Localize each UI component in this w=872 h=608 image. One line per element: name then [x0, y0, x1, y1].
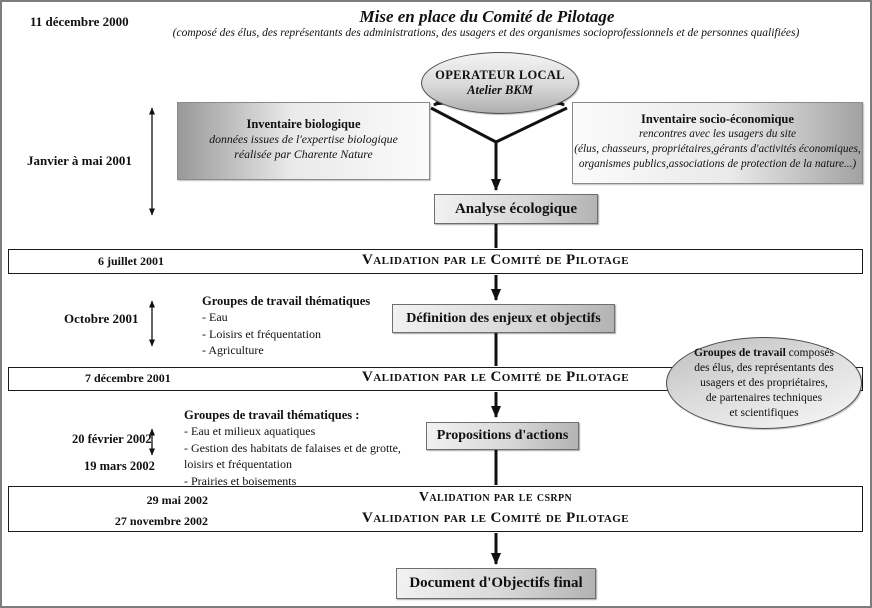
- period-jan-mai-2001: Janvier à mai 2001: [27, 153, 132, 168]
- workgroup-item: - Gestion des habitats de falaises et de…: [184, 440, 401, 472]
- biological-inventory-title: Inventaire biologique: [246, 117, 361, 131]
- validation3-text2: Validation par le Comité de Pilotage: [362, 510, 629, 526]
- socio-economic-inventory-body: rencontres avec les usagers du site (élu…: [574, 128, 861, 170]
- workgroup-composition-ellipse: Groupes de travail composés des élus, de…: [666, 337, 862, 429]
- final-document-box: Document d'Objectifs final: [396, 568, 596, 599]
- workgroups-2001-title: Groupes de travail thématiques: [202, 294, 371, 308]
- step-objectives-box: Définition des enjeux et objectifs: [392, 304, 615, 333]
- socio-economic-inventory-box: Inventaire socio-économique rencontres a…: [572, 102, 863, 184]
- page-subtitle: (composé des élus, des représentants des…: [172, 27, 800, 39]
- workgroup-composition-text: Groupes de travail composés des élus, de…: [694, 346, 834, 421]
- date-committee-setup: 11 décembre 2000: [30, 14, 129, 29]
- operator-name: OPERATEUR LOCAL: [435, 68, 565, 82]
- workgroup-item: - Prairies et boisements: [184, 473, 297, 488]
- date-19-mars-2002: 19 mars 2002: [84, 459, 155, 473]
- workgroup-composition-bold: Groupes de travail: [693, 346, 786, 359]
- validation1-date: 6 juillet 2001: [98, 254, 164, 268]
- operator-subname: Atelier BKM: [467, 83, 533, 97]
- biological-inventory-box: Inventaire biologique données issues de …: [177, 102, 430, 180]
- workgroups-2002-title: Groupes de travail thématiques :: [184, 408, 360, 422]
- workgroups-2001-block: Groupes de travail thématiques - Eau - L…: [202, 294, 370, 359]
- date-20-fevrier-2002: 20 février 2002: [72, 432, 152, 446]
- validation3-date2: 27 novembre 2002: [114, 514, 208, 528]
- validation-band-3: 29 mai 2002 27 novembre 2002 Validation …: [8, 486, 863, 532]
- operator-ellipse: OPERATEUR LOCAL Atelier BKM: [421, 52, 579, 114]
- workgroup-item: - Eau: [202, 310, 228, 324]
- validation3-text1: Validation par le csrpn: [418, 490, 573, 505]
- workgroup-composition-rest: composés des élus, des représentants des…: [694, 346, 835, 419]
- step-actions-box: Propositions d'actions: [426, 422, 579, 450]
- biological-inventory-body: données issues de l'expertise biologique…: [209, 132, 398, 161]
- workgroups-2002-block: Groupes de travail thématiques : - Eau e…: [184, 408, 401, 489]
- validation2-text: Validation par le Comité de Pilotage: [362, 369, 629, 385]
- validation1-text: Validation par le Comité de Pilotage: [362, 252, 629, 268]
- validation2-date: 7 décembre 2001: [85, 371, 171, 385]
- socio-economic-inventory-title: Inventaire socio-économique: [641, 112, 794, 126]
- workgroup-item: - Eau et milieux aquatiques: [184, 424, 316, 438]
- line-socio-to-merge: [495, 106, 568, 144]
- workgroup-item: - Loisirs et fréquentation: [202, 326, 321, 341]
- page-title: Mise en place du Comité de Pilotage: [359, 7, 615, 26]
- validation-band-1: 6 juillet 2001 Validation par le Comité …: [8, 249, 863, 274]
- validation3-date1: 29 mai 2002: [146, 493, 208, 507]
- line-bio-to-merge: [430, 106, 497, 144]
- period-octobre-2001: Octobre 2001: [64, 311, 139, 326]
- workgroup-item: - Agriculture: [202, 343, 264, 357]
- step-analysis-box: Analyse écologique: [434, 194, 598, 224]
